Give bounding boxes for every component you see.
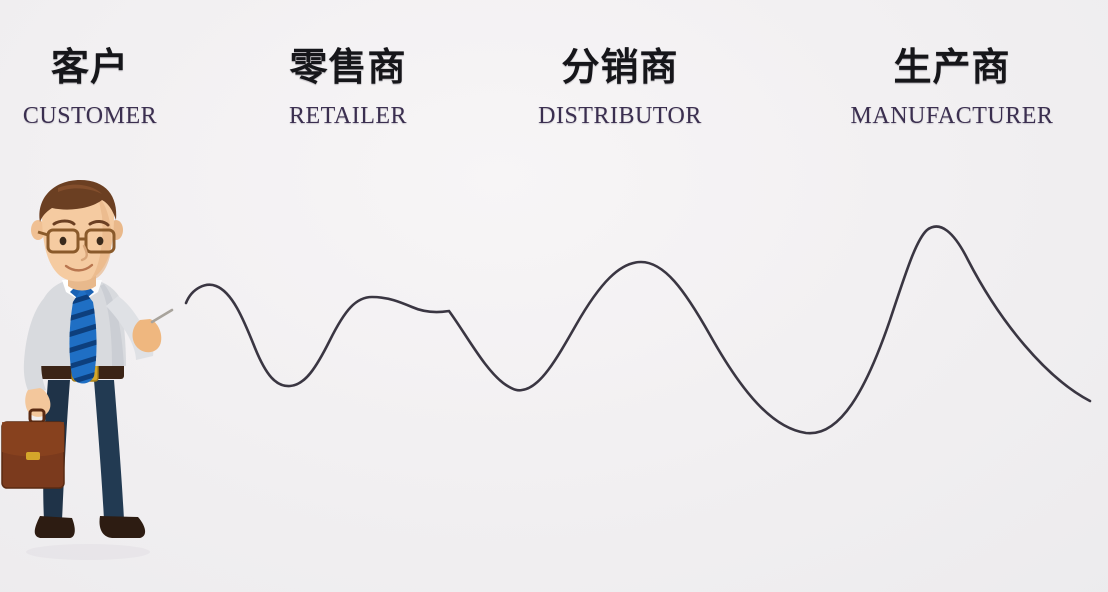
demand-wave-path — [184, 225, 1092, 435]
stage-label-manufacturer-cn: 生产商 — [893, 45, 1011, 89]
stage-label-distributor-en: Distributor — [538, 94, 702, 131]
stage-label-retailer-cn: 零售商 — [289, 45, 407, 89]
stage-label-customer-en: Customer — [22, 94, 158, 131]
pointing-hand — [132, 319, 162, 353]
stage-label-manufacturer-en: Manufacturer — [850, 94, 1054, 131]
ground-shadow — [26, 544, 150, 560]
stage-label-manufacturer: 生产商 Manufacturer — [812, 44, 1092, 132]
pointer-stick — [150, 308, 174, 324]
tie-stripes — [69, 288, 97, 384]
eye-right — [96, 236, 104, 246]
stage-label-distributor: 分销商 Distributor — [500, 44, 740, 132]
ear-left — [31, 220, 45, 240]
shirt-shading — [100, 284, 124, 366]
stage-label-customer-cn: 客户 — [50, 45, 129, 89]
stage-labels-row: 客户 Customer 零售商 Retailer 分销商 Distributor… — [0, 0, 1108, 170]
glasses-icon — [37, 228, 116, 254]
eyebrow-left — [52, 219, 76, 226]
briefcase-clasp — [26, 452, 40, 460]
leg-right — [94, 380, 124, 520]
eye-left — [59, 236, 67, 246]
briefcase-flap — [2, 422, 64, 457]
stage-label-retailer: 零售商 Retailer — [258, 44, 438, 132]
shoe-left — [34, 516, 75, 538]
eyebrow-right — [88, 220, 110, 227]
stage-label-retailer-en: Retailer — [288, 94, 408, 131]
nose — [80, 244, 88, 262]
stage-label-customer: 客户 Customer — [0, 44, 180, 132]
stage-label-distributor-cn: 分销商 — [561, 45, 679, 89]
face-shading — [90, 196, 112, 280]
mouth — [64, 263, 94, 272]
arm-left — [23, 296, 59, 394]
hair-highlight — [58, 184, 102, 194]
businessman-presenter — [1, 180, 174, 560]
shoe-right — [99, 516, 146, 538]
